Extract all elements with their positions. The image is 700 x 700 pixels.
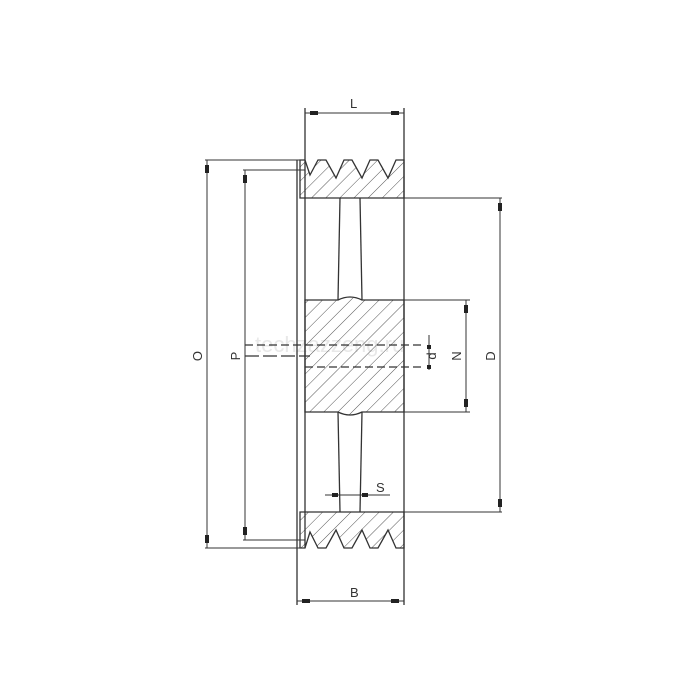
label-O: O [190,351,205,361]
label-L: L [350,96,357,111]
label-d: d [424,352,439,359]
label-S: S [376,480,385,495]
label-D: D [483,351,498,360]
hub [304,296,405,416]
bottom-rim [299,511,405,549]
label-P: P [228,352,243,361]
label-N: N [449,351,464,360]
label-B: B [350,585,359,600]
top-rim [299,159,405,199]
